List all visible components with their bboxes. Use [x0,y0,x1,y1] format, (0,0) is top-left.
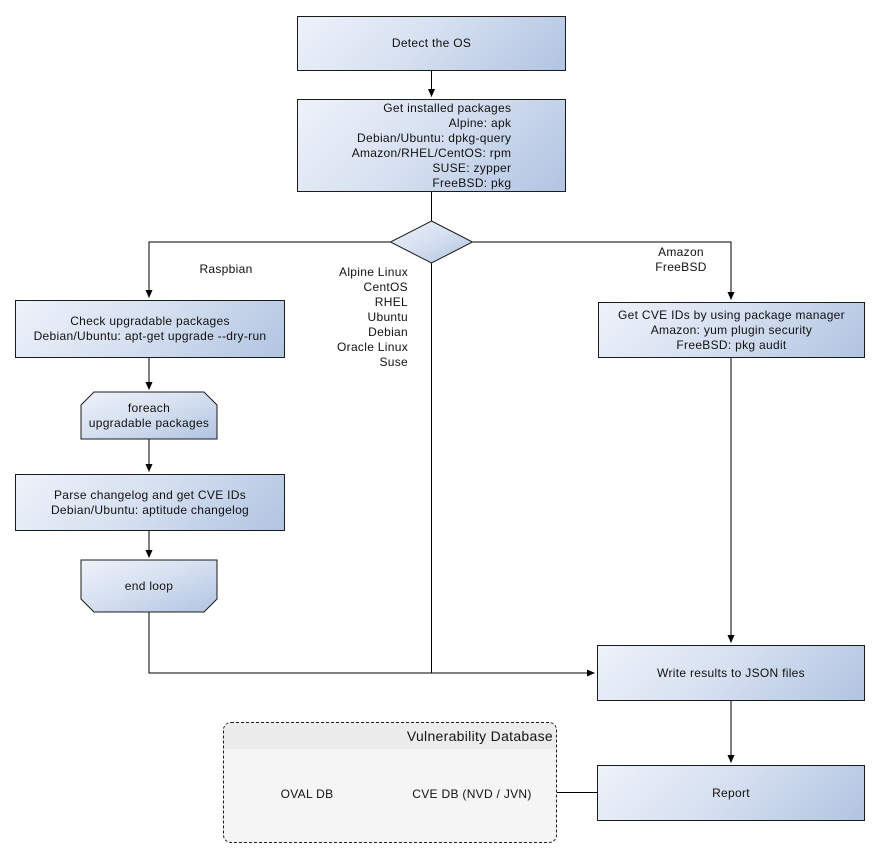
cve-db-text: CVE DB (NVD / JVN) [412,786,532,801]
branch-label-raspbian: Raspbian [199,262,253,276]
vulnerability-database-panel: Vulnerability Database [223,722,557,843]
connector-endloop-to-write-results [148,612,595,677]
node-check-upgradable-packages: Check upgradable packages Debian/Ubuntu:… [15,300,285,358]
end-loop-shape [80,559,218,613]
node-detect-os: Detect the OS [297,16,566,71]
node-get-cve-ids-label: Get CVE IDs by using package manager Ama… [618,307,845,352]
vulnerability-database-title: Vulnerability Database [224,723,556,749]
branch-label-amazon-freebsd: Amazon FreeBSD [655,245,707,274]
node-detect-os-label: Detect the OS [391,36,472,50]
node-parse-changelog: Parse changelog and get CVE IDs Debian/U… [15,474,285,531]
node-parse-changelog-label: Parse changelog and get CVE IDs Debian/U… [50,487,250,517]
connector-decision-to-check-upgradable [145,241,391,298]
node-write-results-label: Write results to JSON files [657,665,805,680]
node-write-results: Write results to JSON files [597,645,865,701]
branch-label-os-list: Alpine Linux CentOS RHEL Ubuntu Debian O… [337,265,408,369]
oval-db-text: OVAL DB [280,786,334,801]
node-get-cve-ids: Get CVE IDs by using package manager Ama… [598,302,865,358]
node-check-upgradable-packages-label: Check upgradable packages Debian/Ubuntu:… [33,314,267,343]
decision-diamond [389,220,474,264]
node-end-loop: end loop [81,560,217,612]
node-get-installed-packages: Get installed packages Alpine: apk Debia… [297,99,566,192]
foreach-loop-shape [80,391,218,440]
oval-db-label: OVAL DB [238,770,376,818]
node-foreach-loop-label: foreach upgradable packages [88,400,210,430]
cve-db-label: CVE DB (NVD / JVN) [403,770,541,818]
node-end-loop-label: end loop [124,578,174,593]
node-get-installed-packages-label: Get installed packages Alpine: apk Debia… [351,100,512,190]
node-report-label: Report [712,785,750,800]
connector-decision-to-get-cve [472,241,735,300]
node-report: Report [597,765,865,821]
node-foreach-loop: foreach upgradable packages [81,392,217,439]
